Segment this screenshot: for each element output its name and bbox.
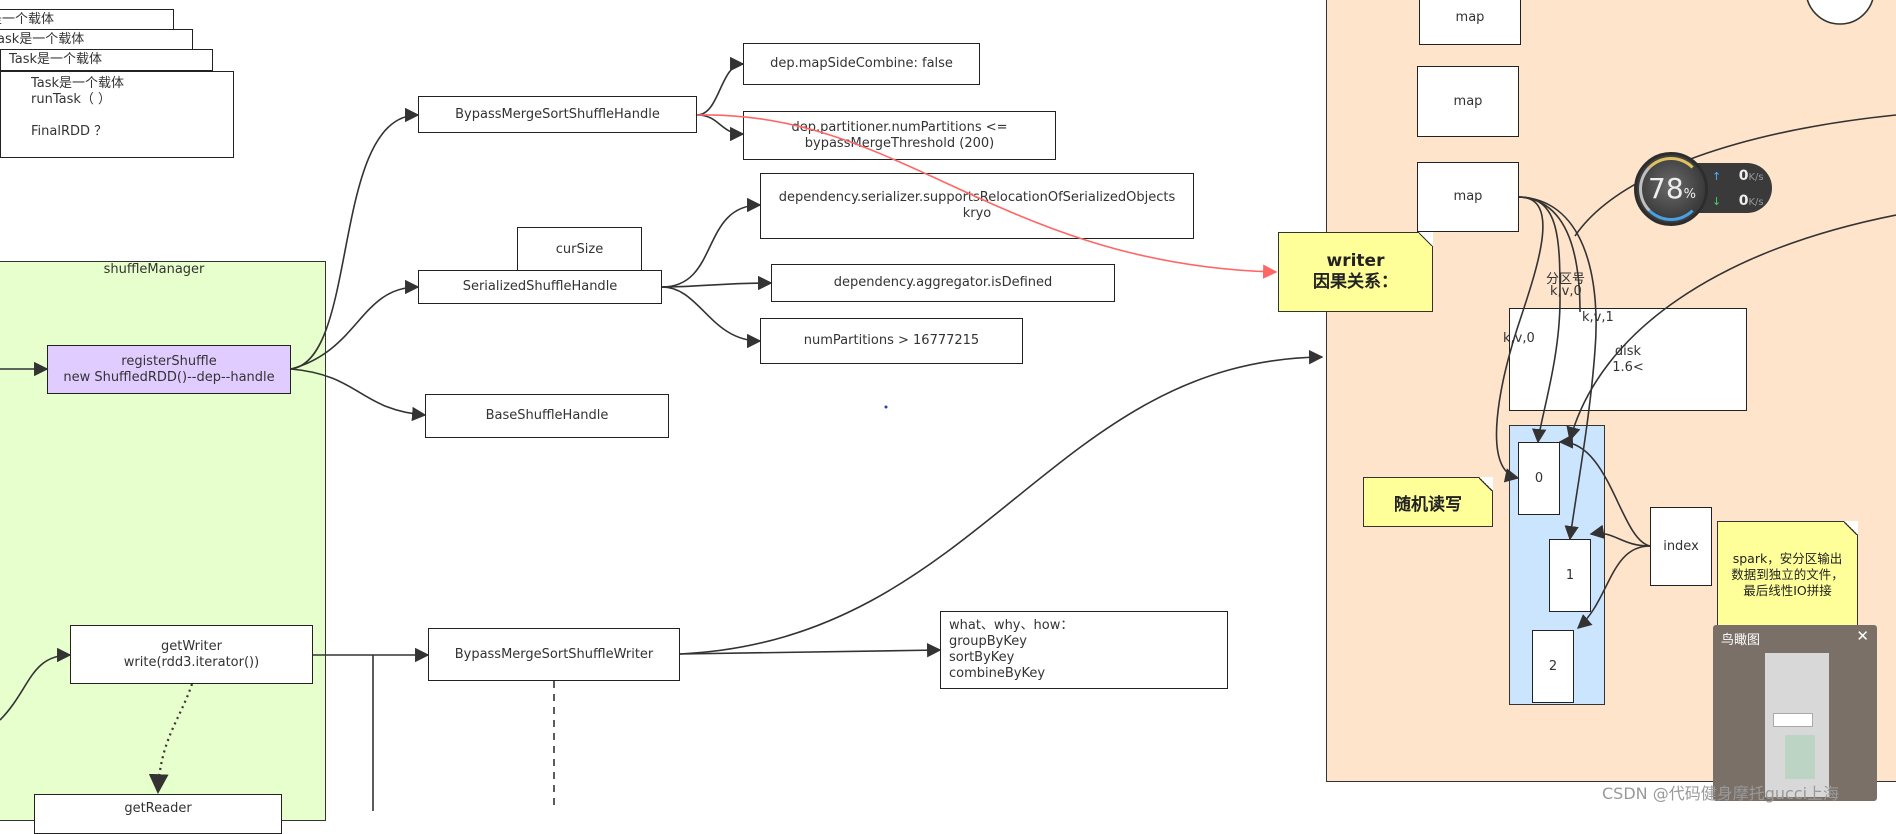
writer-note: writer 因果关系： (1278, 232, 1433, 312)
num-partitions-threshold-condition: dep.partitioner.numPartitions <= bypassM… (743, 111, 1056, 160)
shuffle-manager-title: shuffleManager (103, 262, 205, 277)
edge-bypass-threshold (696, 114, 745, 142)
edge-bypass-mapside (696, 56, 745, 116)
edge-index-p2 (1576, 545, 1651, 629)
spark-note: spark，安分区输出 数据到独立的文件， 最后线性IO拼接 (1717, 521, 1858, 629)
partition-number-label: 分区号 (1546, 272, 1586, 287)
minimap-close-icon[interactable]: ✕ (1856, 627, 1869, 645)
edge-bypass-writer-red (696, 114, 1278, 279)
register-shuffle-box[interactable]: registerShuffle new ShuffledRDD()--dep--… (47, 345, 291, 394)
edge-register-serialized (290, 279, 420, 370)
top-right-circle (1806, 0, 1874, 25)
base-shuffle-handle[interactable]: BaseShuffleHandle (425, 394, 669, 438)
edge-index-p0 (1558, 434, 1651, 547)
bypass-merge-sort-shuffle-handle[interactable]: BypassMergeSortShuffleHandle (418, 96, 697, 133)
kv0-left-label: k,v,0 (1503, 331, 1535, 346)
edge-serialized-relocation (661, 197, 762, 288)
map-side-combine-condition: dep.mapSideCombine: false (743, 43, 980, 85)
watermark: CSDN @代码健身摩托gucci上海 (1602, 784, 1840, 803)
upload-value: 0 (1738, 168, 1749, 184)
what-why-how-box: what、why、how： groupByKey sortByKey combi… (940, 611, 1228, 689)
get-writer-box[interactable]: getWriter write(rdd3.iterator()) (70, 625, 313, 684)
partition-box-1[interactable]: 1 (1549, 539, 1591, 612)
edge-serialized-numpartitions (661, 286, 762, 349)
edge-serialized-aggregator (661, 275, 773, 291)
edge-right-curve-2 (1566, 214, 1896, 442)
connector-layer (0, 0, 1896, 811)
edge-map-kv0-top (1518, 196, 1561, 444)
edge-register-base (290, 368, 427, 422)
download-arrow-icon: ↓ (1712, 195, 1722, 208)
edge-writer-whatwhyhow (679, 643, 942, 658)
map-box-3[interactable]: map (1417, 162, 1519, 232)
serialized-shuffle-handle[interactable]: SerializedShuffleHandle (418, 270, 662, 304)
edge-right-curve-1 (1574, 114, 1896, 237)
cpu-percent: 78% (1648, 172, 1696, 205)
upload-unit: K/s (1748, 172, 1764, 183)
minimap[interactable]: 鸟瞰图 ✕ (1713, 625, 1877, 801)
upload-arrow-icon: ↑ (1712, 170, 1722, 183)
stray-dot (884, 405, 888, 409)
map-box-2[interactable]: map (1417, 66, 1519, 137)
edge-map-kv0-left (1495, 196, 1544, 483)
network-widget[interactable]: 78% ↑ 0K/s ↓ 0K/s (1634, 152, 1782, 226)
minimap-title: 鸟瞰图 (1721, 633, 1761, 648)
disk-box: disk 1.6< (1509, 308, 1747, 411)
index-box[interactable]: index (1650, 507, 1712, 586)
download-unit: K/s (1748, 197, 1764, 208)
task-card-3: Task是一个载体 (0, 49, 213, 71)
edge-writer-reader-dotted (148, 683, 194, 794)
aggregator-defined-condition: dependency.aggregator.isDefined (771, 264, 1115, 302)
edge-map-long (1518, 196, 1581, 313)
edge-index-p1 (1589, 524, 1651, 547)
edge-register-bypass (290, 107, 420, 370)
partition-box-2[interactable]: 2 (1532, 630, 1574, 703)
task-card-4: Task是一个载体 runTask（ ） FinalRDD ？ (0, 71, 234, 158)
kv1-label: k,v,1 (1582, 310, 1614, 325)
download-value: 0 (1738, 193, 1749, 209)
random-rw-note: 随机读写 (1363, 477, 1493, 527)
map-box-1[interactable]: map (1419, 0, 1521, 45)
kv0-top-label: k,v,0 (1550, 284, 1582, 299)
edge-writer-panel (679, 349, 1324, 655)
bypass-merge-sort-shuffle-writer[interactable]: BypassMergeSortShuffleWriter (428, 628, 680, 681)
supports-relocation-condition: dependency.serializer.supportsRelocation… (760, 173, 1194, 239)
edge-into-get-writer (0, 647, 72, 721)
edge-map-kv1 (1518, 196, 1597, 541)
